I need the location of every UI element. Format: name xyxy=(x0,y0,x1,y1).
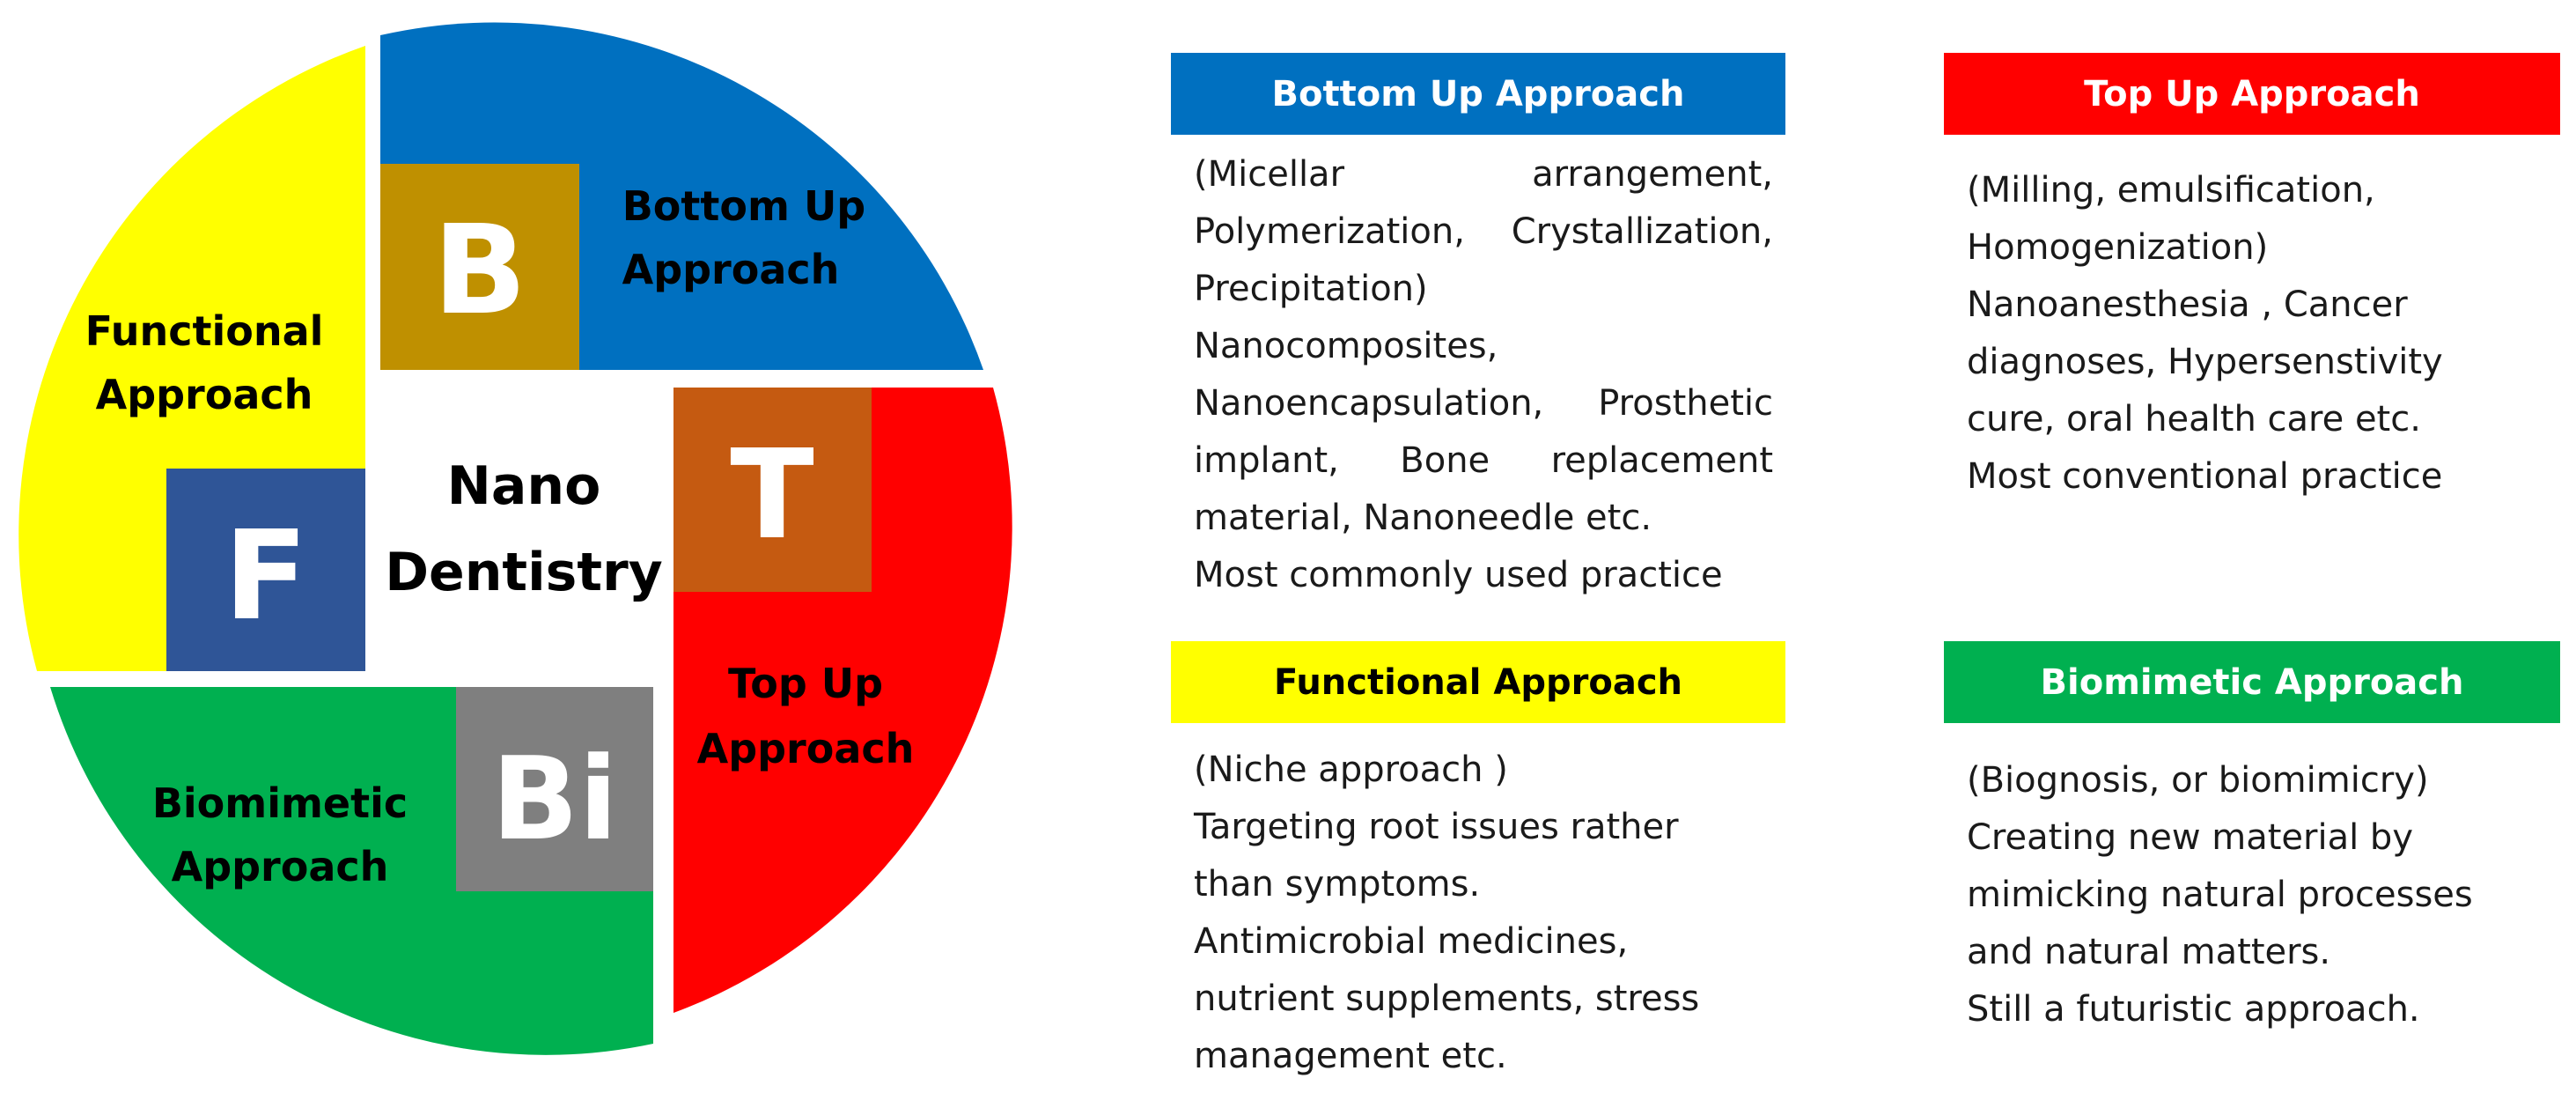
bottom-up-text-word: (Micellar xyxy=(1194,154,1345,195)
bottom-up-text-word: Most commonly used practice xyxy=(1194,555,1723,595)
bottom-up-text-word: material, Nanoneedle etc. xyxy=(1194,498,1652,538)
biomimetic-tile xyxy=(456,687,653,891)
functional-letter: F xyxy=(224,505,308,648)
functional-text-line: management etc. xyxy=(1194,1036,1507,1076)
biomimetic-label-line2: Approach xyxy=(172,843,389,890)
bottom-up-tile xyxy=(380,164,579,370)
biomimetic-letter: Bi xyxy=(491,732,618,866)
top-up-panel-header: Top Up Approach xyxy=(1944,53,2560,135)
top-up-tile xyxy=(673,388,872,592)
bottom-up-label-line1: Bottom Up xyxy=(622,182,865,230)
bottom-up-letter: B xyxy=(433,199,527,343)
bottom-up-text-word: Bone xyxy=(1400,440,1490,481)
bottom-up-text-line: Nanoencapsulation, Prosthetic xyxy=(1194,375,1773,432)
top-up-panel-body: (Milling, emulsification, Homogenization… xyxy=(1967,162,2548,506)
functional-text-line: (Niche approach ) xyxy=(1194,750,1508,790)
top-up-text-line: cure, oral health care etc. xyxy=(1967,399,2421,439)
functional-text-line: nutrient supplements, stress xyxy=(1194,979,1700,1019)
top-up-label-line1: Top Up xyxy=(728,660,883,707)
top-up-text-line: diagnoses, Hypersenstivity xyxy=(1967,342,2443,382)
top-up-letter: T xyxy=(730,424,814,567)
bottom-up-text-word: Precipitation) xyxy=(1194,269,1428,309)
top-up-text-line: (Milling, emulsification, xyxy=(1967,170,2375,210)
bottom-up-text-word: Nanocomposites, xyxy=(1194,326,1498,366)
nano-dentistry-circle-diagram: B T Bi F Bottom Up Approach Top Up Appro… xyxy=(18,22,1012,1055)
bottom-up-text-line: implant, Bone replacement xyxy=(1194,432,1773,490)
functional-text-line: Antimicrobial medicines, xyxy=(1194,921,1629,962)
biomimetic-panel-body: (Biognosis, or biomimicry) Creating new … xyxy=(1967,752,2548,1038)
biomimetic-text-line: (Biognosis, or biomimicry) xyxy=(1967,760,2429,801)
bottom-up-panel-header: Bottom Up Approach xyxy=(1171,53,1785,135)
bottom-up-text-line: Precipitation) xyxy=(1194,261,1773,318)
functional-label-line1: Functional xyxy=(85,307,324,355)
top-up-text-line: Homogenization) xyxy=(1967,227,2269,268)
bottom-up-text-word: arrangement, xyxy=(1532,154,1773,195)
biomimetic-label-line1: Biomimetic xyxy=(152,779,408,827)
bottom-up-text-word: replacement xyxy=(1550,440,1773,481)
biomimetic-text-line: and natural matters. xyxy=(1967,932,2331,972)
top-up-label-line2: Approach xyxy=(697,725,915,772)
center-title-line2: Dentistry xyxy=(385,542,663,603)
bottom-up-text-line: material, Nanoneedle etc. xyxy=(1194,490,1773,547)
top-up-text-line: Nanoanesthesia , Cancer xyxy=(1967,284,2408,325)
top-up-text-line: Most conventional practice xyxy=(1967,456,2443,497)
bottom-up-text-word: Polymerization, xyxy=(1194,211,1465,252)
bottom-up-text-line: Nanocomposites, xyxy=(1194,318,1773,375)
functional-label-line2: Approach xyxy=(96,371,313,418)
functional-panel-body: (Niche approach ) Targeting root issues … xyxy=(1194,742,1775,1085)
biomimetic-text-line: mimicking natural processes xyxy=(1967,875,2473,915)
bottom-up-text-line: (Micellar arrangement, xyxy=(1194,146,1773,203)
bottom-up-text-word: Nanoencapsulation, xyxy=(1194,383,1544,424)
functional-text-line: Targeting root issues rather xyxy=(1194,807,1679,847)
biomimetic-text-line: Creating new material by xyxy=(1967,817,2413,858)
bottom-up-text-line: Polymerization, Crystallization, xyxy=(1194,203,1773,261)
bottom-up-text-word: implant, xyxy=(1194,440,1339,481)
bottom-up-label-line2: Approach xyxy=(622,246,840,293)
functional-tile xyxy=(166,469,365,671)
functional-panel-header: Functional Approach xyxy=(1171,641,1785,723)
biomimetic-text-line: Still a futuristic approach. xyxy=(1967,989,2420,1030)
center-title-line1: Nano xyxy=(447,455,601,517)
biomimetic-panel-header: Biomimetic Approach xyxy=(1944,641,2560,723)
bottom-up-text-line: Most commonly used practice xyxy=(1194,547,1773,604)
functional-text-line: than symptoms. xyxy=(1194,864,1481,905)
bottom-up-text-word: Prosthetic xyxy=(1598,383,1773,424)
bottom-up-panel-body: (Micellar arrangement, Polymerization, Crys… xyxy=(1194,146,1773,604)
bottom-up-text-word: Crystallization, xyxy=(1511,211,1773,252)
